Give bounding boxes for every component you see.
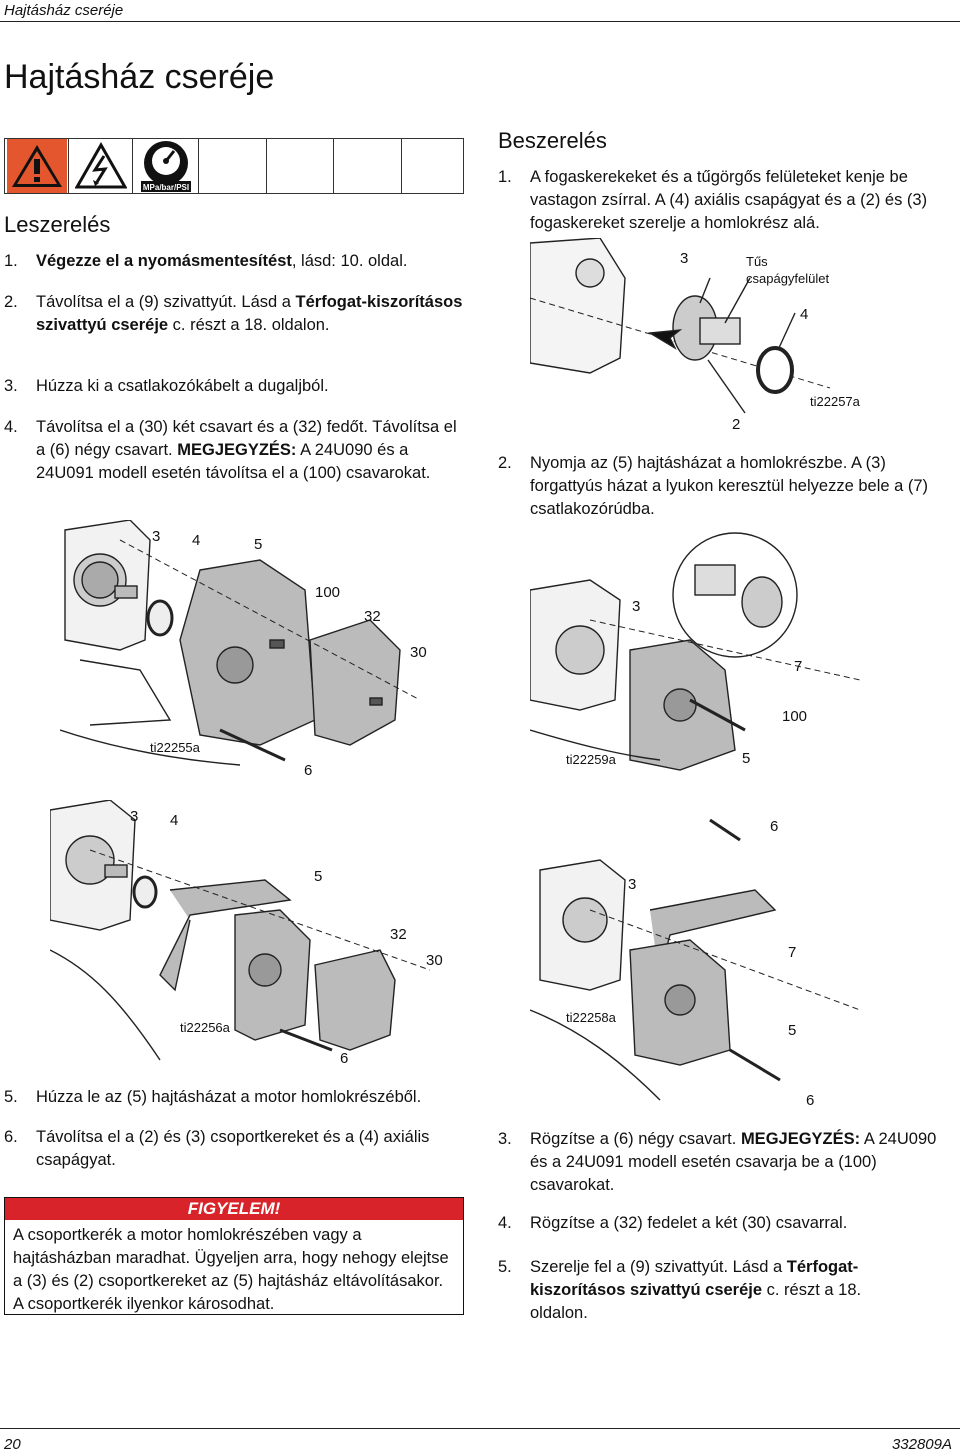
pressure-gauge-cell: MPa/bar/PSI xyxy=(133,139,199,193)
callout-4: 4 xyxy=(192,532,201,549)
section-title-disassembly: Leszerelés xyxy=(4,212,111,237)
header-rule xyxy=(0,21,960,22)
step-item: 6. Távolítsa el a (2) és (3) csoportkere… xyxy=(4,1128,430,1169)
step-item: 3. Húzza ki a csatlakozókábelt a dugaljb… xyxy=(4,377,329,395)
empty-symbol-cell xyxy=(267,139,334,193)
figure-id: ti22256a xyxy=(180,1020,230,1035)
caution-heading: FIGYELEM! xyxy=(5,1198,463,1220)
figure-gear-removal: 3 4 5 32 30 ti22256a 6 xyxy=(49,799,470,1070)
figure-id: ti22255a xyxy=(150,740,200,755)
step-item: 5. Szerelje fel a (9) szivattyút. Lásd a… xyxy=(498,1258,862,1322)
figure-id: ti22258a xyxy=(566,1010,616,1025)
empty-symbol-cell xyxy=(334,139,402,193)
step-item: 1. A fogaskerekeket és a tűgörgős felüle… xyxy=(498,168,928,232)
callout-6: 6 xyxy=(770,818,779,835)
gear-removal-illustration xyxy=(49,799,431,1061)
screw-installation-illustration xyxy=(529,818,861,1101)
figure-gear-installation: 3 Tűs csapágyfelület 4 ti22257a 2 xyxy=(529,237,880,438)
step-item: 4. Távolítsa el a (30) két csavart és a … xyxy=(4,418,457,482)
figure-drive-housing-removal: 3 4 5 100 32 30 ti22255a 6 xyxy=(59,519,470,785)
callout-6: 6 xyxy=(304,762,313,779)
callout-4: 4 xyxy=(170,812,179,829)
running-header: Hajtásház cseréje xyxy=(4,2,124,19)
figure-screw-installation: 6 3 7 ti22258a 5 6 xyxy=(529,810,950,1115)
section-title-installation: Beszerelés xyxy=(498,128,607,153)
caution-text: A csoportkerék a motor homlokrészében va… xyxy=(13,1226,449,1313)
warning-triangle-cell xyxy=(5,139,69,193)
callout-4: 4 xyxy=(800,306,809,323)
callout-30: 30 xyxy=(426,952,443,969)
callout-3: 3 xyxy=(130,808,139,825)
callout-32: 32 xyxy=(364,608,381,625)
callout-100: 100 xyxy=(782,708,808,725)
gauge-label: MPa/bar/PSI xyxy=(142,183,188,192)
step-item: 5. Húzza le az (5) hajtásházat a motor h… xyxy=(4,1088,422,1106)
callout-30: 30 xyxy=(410,644,427,661)
callout-needle-surface: csapágyfelület xyxy=(746,271,830,286)
callout-5: 5 xyxy=(314,868,323,885)
figure-id: ti22257a xyxy=(810,394,860,409)
callout-5: 5 xyxy=(788,1022,797,1039)
callout-7: 7 xyxy=(794,658,803,675)
empty-symbol-cell xyxy=(402,139,463,193)
pressure-gauge-icon: MPa/bar/PSI xyxy=(140,141,191,192)
step-item: 3. Rögzítse a (6) négy csavart. MEGJEGYZ… xyxy=(498,1130,937,1194)
step-item: 2. Nyomja az (5) hajtásházat a homlokrés… xyxy=(498,454,929,518)
callout-3: 3 xyxy=(680,250,689,267)
footer-rule xyxy=(0,1428,960,1429)
warning-triangle-icon xyxy=(6,139,67,193)
callout-32: 32 xyxy=(390,926,407,943)
warning-symbols-strip: MPa/bar/PSI xyxy=(4,138,464,194)
callout-7: 7 xyxy=(788,944,797,961)
callout-6: 6 xyxy=(806,1092,815,1109)
step-item: 2. Távolítsa el a (9) szivattyút. Lásd a… xyxy=(4,293,463,334)
callout-3: 3 xyxy=(628,876,637,893)
callout-3: 3 xyxy=(152,528,161,545)
figure-drive-housing-installation: 3 7 100 ti22259a 5 xyxy=(529,530,950,780)
page-number: 20 xyxy=(4,1436,21,1453)
page-title: Hajtásház cseréje xyxy=(4,58,275,96)
callout-3: 3 xyxy=(632,598,641,615)
document-number: 332809A xyxy=(891,1436,952,1453)
callout-5: 5 xyxy=(742,750,751,767)
empty-symbol-cell xyxy=(199,139,267,193)
electric-shock-icon xyxy=(74,142,127,189)
electric-shock-cell xyxy=(69,139,133,193)
callout-6: 6 xyxy=(340,1050,349,1067)
step-item: 1. Végezze el a nyomásmentesítést, lásd:… xyxy=(4,252,408,270)
drive-housing-installation-illustration xyxy=(529,532,861,771)
step-item: 4. Rögzítse a (32) fedelet a két (30) cs… xyxy=(498,1214,848,1232)
caution-box: FIGYELEM! A csoportkerék a motor homlokr… xyxy=(4,1197,464,1315)
callout-2: 2 xyxy=(732,416,741,433)
gear-installation-illustration xyxy=(529,237,831,414)
drive-housing-illustration xyxy=(59,519,421,766)
callout-needle-surface: Tűs xyxy=(746,254,768,269)
callout-5: 5 xyxy=(254,536,263,553)
figure-id: ti22259a xyxy=(566,752,616,767)
callout-100: 100 xyxy=(315,584,341,601)
